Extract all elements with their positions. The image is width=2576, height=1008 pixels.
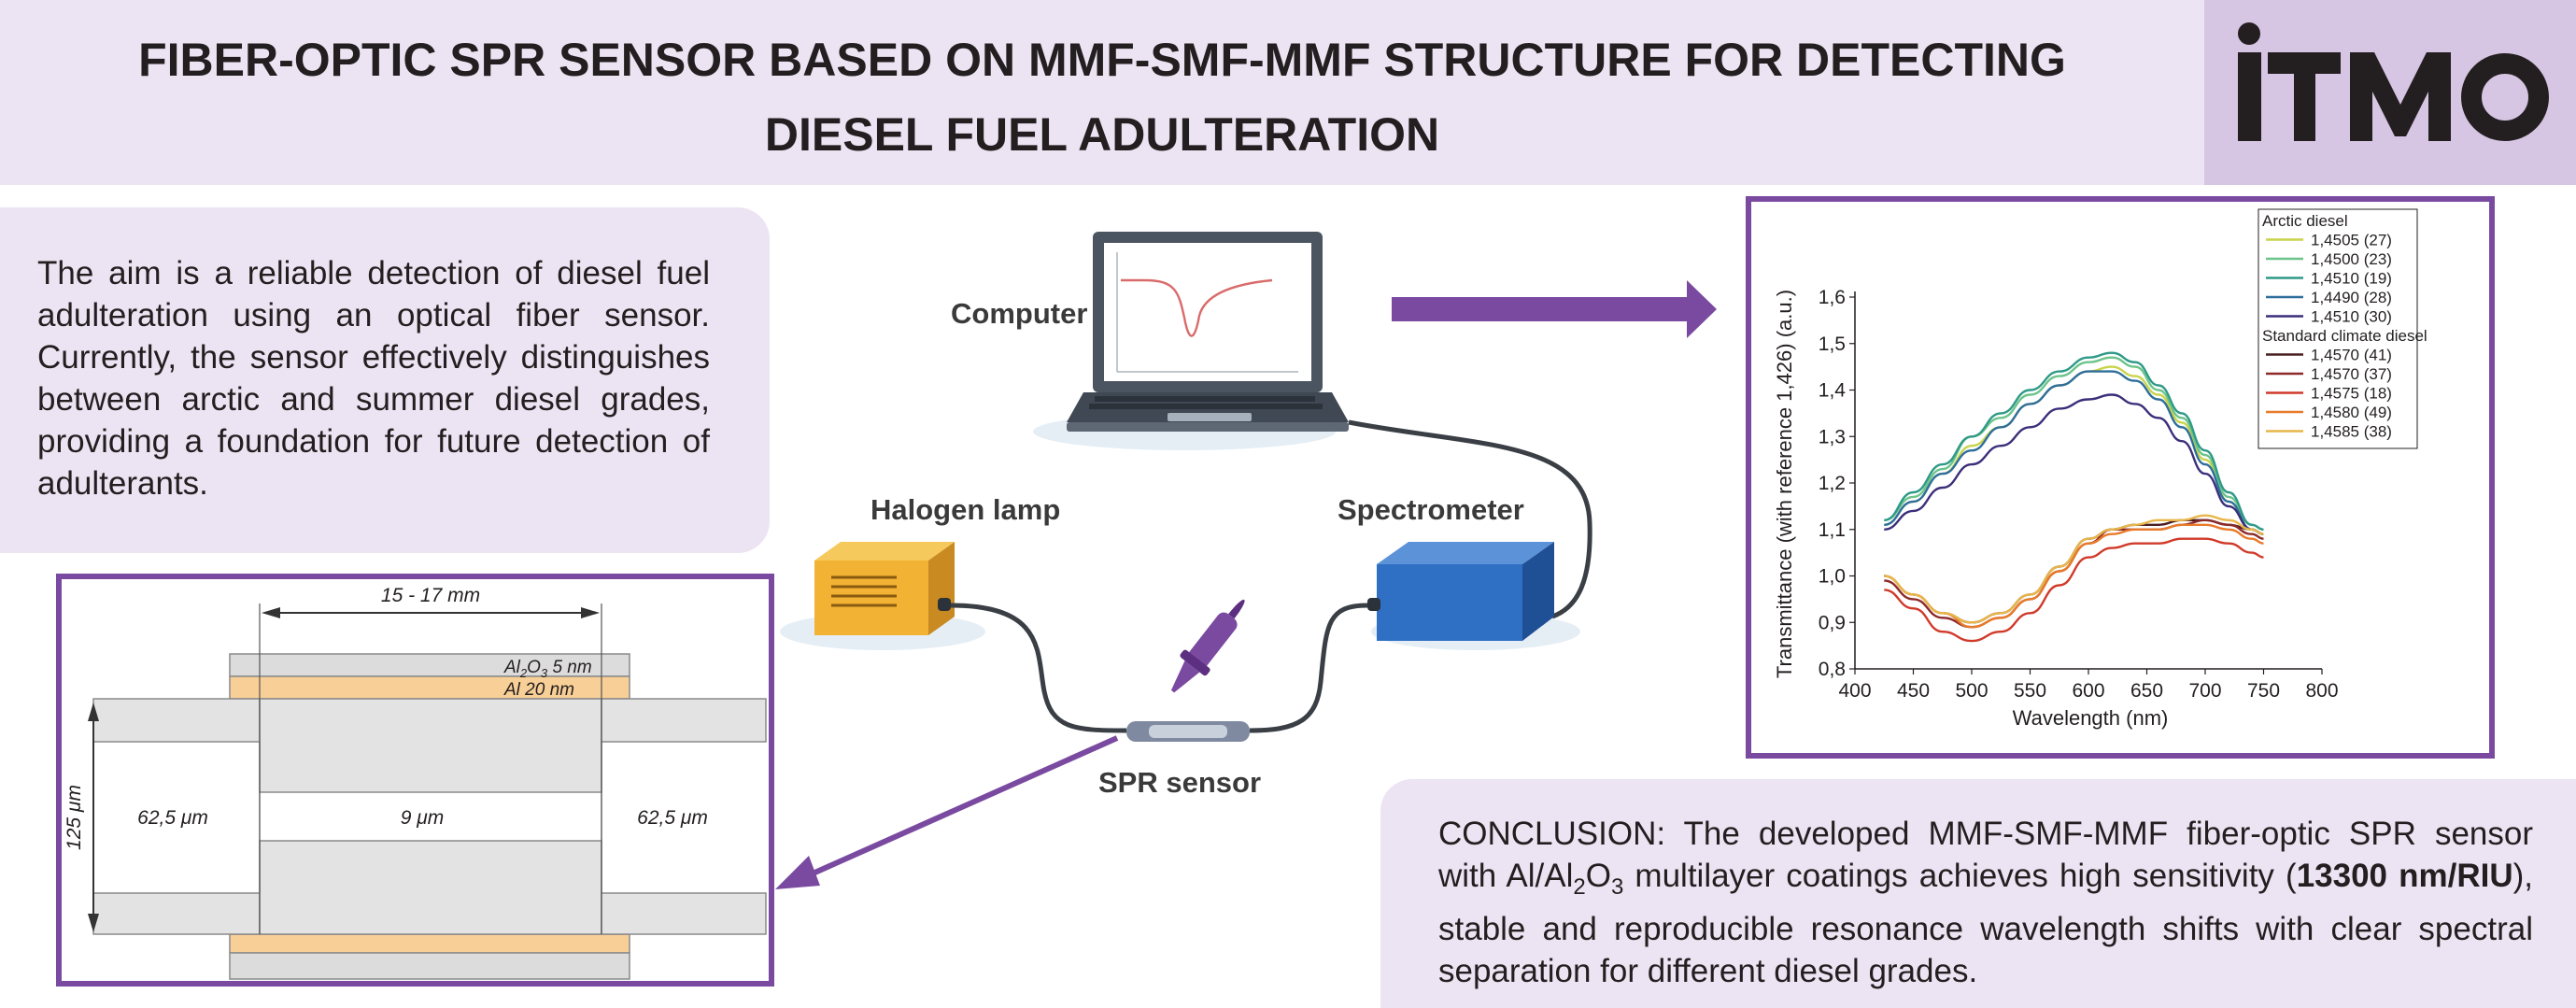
- series-line: [1884, 523, 2264, 629]
- title-line-1: FIBER-OPTIC SPR SENSOR BASED ON MMF-SMF-…: [138, 34, 2066, 86]
- x-tick-label: 600: [2072, 680, 2104, 702]
- height-label: 125 μm: [64, 785, 85, 850]
- legend-entry: 1,4505 (27): [2311, 232, 2392, 249]
- series-line: [1884, 514, 2264, 624]
- legend-entry: 1,4570 (41): [2311, 347, 2392, 364]
- legend-entry: 1,4500 (23): [2311, 250, 2392, 268]
- series-line: [1884, 518, 2264, 629]
- legend-entry: 1,4490 (28): [2311, 289, 2392, 306]
- legend-entry: 1,4510 (19): [2311, 270, 2392, 288]
- aim-text: The aim is a reliable detection of diese…: [37, 255, 710, 502]
- lamp-label: Halogen lamp: [870, 493, 1060, 526]
- legend-entry: 1,4570 (37): [2311, 365, 2392, 383]
- chart-legend: Arctic diesel 1,4505 (27)1,4500 (23) 1,451…: [2258, 208, 2427, 449]
- y-tick-label: 1,0: [1819, 566, 1846, 588]
- series-line: [1884, 356, 2264, 531]
- right-core-label: 62,5 μm: [637, 807, 708, 829]
- al-label: Al 20 nm: [503, 680, 574, 700]
- left-core-label: 62,5 μm: [137, 807, 208, 829]
- chart-axes: 400 450 500 550 600 650 700 750 800 0,8 0,9 1,0 1,1 1…: [1819, 287, 2339, 702]
- y-tick-label: 1,4: [1819, 380, 1847, 402]
- chart-lines: [1884, 351, 2264, 643]
- aim-box: [0, 207, 770, 553]
- sensitivity-value: 13300 nm/RIU: [2296, 858, 2513, 894]
- conclusion-box: [1380, 779, 2576, 1008]
- y-tick-label: 1,2: [1819, 473, 1846, 494]
- conclusion-text: CONCLUSION: The developed MMF-SMF-MMF fi…: [1438, 816, 2533, 989]
- y-tick-label: 0,8: [1819, 659, 1846, 680]
- legend-entry: 1,4580 (49): [2311, 404, 2392, 421]
- x-tick-label: 450: [1897, 680, 1930, 702]
- series-line: [1884, 351, 2264, 531]
- computer-icon: [1067, 232, 1349, 432]
- poster-title: FIBER-OPTIC SPR SENSOR BASED ON MMF-SMF-…: [37, 22, 2167, 172]
- x-tick-label: 550: [2014, 680, 2046, 702]
- itmo-logo: [2238, 22, 2549, 141]
- x-tick-label: 500: [1955, 680, 1988, 702]
- spectrometer-label: Spectrometer: [1338, 493, 1524, 526]
- arrow-to-geometry: [775, 735, 1119, 889]
- y-tick-label: 1,1: [1819, 519, 1846, 541]
- y-tick-label: 1,5: [1819, 334, 1846, 355]
- x-tick-label: 400: [1838, 680, 1871, 702]
- x-tick-label: 700: [2188, 680, 2221, 702]
- spectrometer-icon: [1367, 542, 1554, 641]
- arrow-to-chart: [1392, 280, 1717, 338]
- center-core-label: 9 μm: [401, 807, 445, 829]
- y-axis-label: Transmittance (with reference 1,426) (a.…: [1773, 290, 1796, 678]
- y-tick-label: 1,3: [1819, 426, 1846, 447]
- x-tick-label: 650: [2130, 680, 2163, 702]
- al2o3-label: Al2O3 5 nm: [503, 658, 592, 680]
- x-axis-label: Wavelength (nm): [2013, 706, 2169, 730]
- length-label: 15 - 17 mm: [381, 585, 480, 606]
- x-tick-label: 750: [2247, 680, 2280, 702]
- x-tick-label: 800: [2305, 680, 2338, 702]
- pipette-icon: [1170, 599, 1245, 693]
- header-band: [0, 0, 2204, 185]
- y-tick-label: 0,9: [1819, 612, 1846, 633]
- legend-entry: 1,4575 (18): [2311, 385, 2392, 403]
- sensor-label: SPR sensor: [1098, 766, 1261, 799]
- legend-group-title: Arctic diesel: [2262, 212, 2348, 230]
- spr-sensor-icon: [1126, 721, 1250, 742]
- series-line: [1884, 537, 2264, 643]
- legend-group-title: Standard climate diesel: [2262, 327, 2427, 345]
- computer-label: Computer: [951, 297, 1087, 330]
- series-line: [1884, 370, 2264, 535]
- legend-entry: 1,4585 (38): [2311, 423, 2392, 441]
- series-line: [1884, 393, 2264, 535]
- legend-entry: 1,4510 (30): [2311, 308, 2392, 326]
- y-tick-label: 1,6: [1819, 287, 1846, 308]
- legend-box: [2258, 208, 2418, 449]
- halogen-lamp-icon: [814, 542, 955, 635]
- title-line-2: DIESEL FUEL ADULTERATION: [764, 108, 1440, 161]
